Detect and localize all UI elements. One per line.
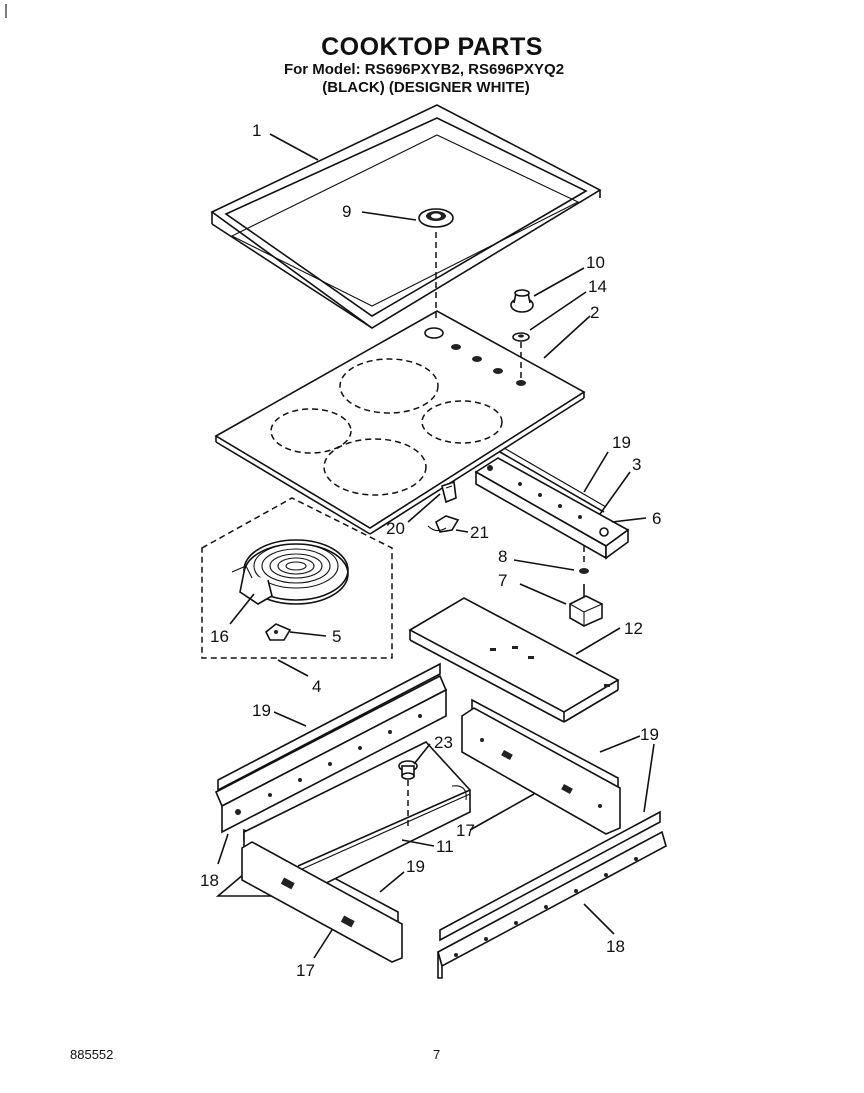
- terminal-clip: [427, 480, 460, 533]
- callout-6: 6: [652, 509, 661, 528]
- callout-5: 5: [332, 627, 341, 646]
- callout-21: 21: [470, 523, 489, 542]
- leader-lines: [217, 133, 655, 959]
- front-bracket: [241, 841, 403, 963]
- element-clip: [264, 623, 292, 641]
- burner-outline: [421, 400, 503, 444]
- control-knob: [510, 289, 534, 378]
- trim-frame: [210, 104, 602, 329]
- callout-19: 19: [406, 857, 425, 876]
- burner-outline: [270, 408, 352, 454]
- color-line: (BLACK) (DESIGNER WHITE): [322, 79, 530, 96]
- grommet: [398, 760, 418, 826]
- catalog-number: 885552: [70, 1047, 114, 1062]
- glass-cooktop: [214, 310, 586, 535]
- callout-16: 16: [210, 627, 229, 646]
- callout-14: 14: [588, 277, 607, 296]
- callout-7: 7: [498, 571, 507, 590]
- callout-9: 9: [342, 202, 351, 221]
- center-knob: [418, 208, 454, 322]
- page-title: COOKTOP PARTS: [321, 33, 543, 61]
- callout-18: 18: [606, 937, 625, 956]
- control-bracket: [474, 447, 630, 560]
- callout-17: 17: [296, 961, 315, 980]
- callout-19: 19: [252, 701, 271, 720]
- burner-outline: [339, 358, 439, 414]
- heat-shield: [408, 597, 620, 723]
- callout-3: 3: [632, 455, 641, 474]
- callout-12: 12: [624, 619, 643, 638]
- burner-outline: [323, 438, 427, 496]
- callout-1: 1: [252, 121, 261, 140]
- model-line: For Model: RS696PXYB2, RS696PXYQ2: [283, 61, 565, 78]
- callout-23: 23: [434, 733, 453, 752]
- side-rail-right: [437, 830, 667, 979]
- callout-19: 19: [612, 433, 631, 452]
- callout-19: 19: [640, 725, 659, 744]
- callout-10: 10: [586, 253, 605, 272]
- callout-11: 11: [436, 837, 454, 856]
- callout-4: 4: [312, 677, 321, 696]
- callout-labels: 1 9 10 14 2 19 3 6 20 21 8 7 12 16 5 4 1…: [200, 121, 661, 980]
- radiant-element: [231, 539, 349, 605]
- switch: [569, 546, 603, 627]
- callout-20: 20: [386, 519, 405, 538]
- gasket-strip: [499, 451, 605, 513]
- callout-18: 18: [200, 871, 219, 890]
- element-kit-outline: [201, 497, 393, 659]
- callout-17: 17: [456, 821, 475, 840]
- callout-8: 8: [498, 547, 507, 566]
- page-number: 7: [433, 1047, 441, 1062]
- side-rail-left: [214, 674, 448, 834]
- side-bracket-right: [461, 707, 621, 835]
- callout-2: 2: [590, 303, 599, 322]
